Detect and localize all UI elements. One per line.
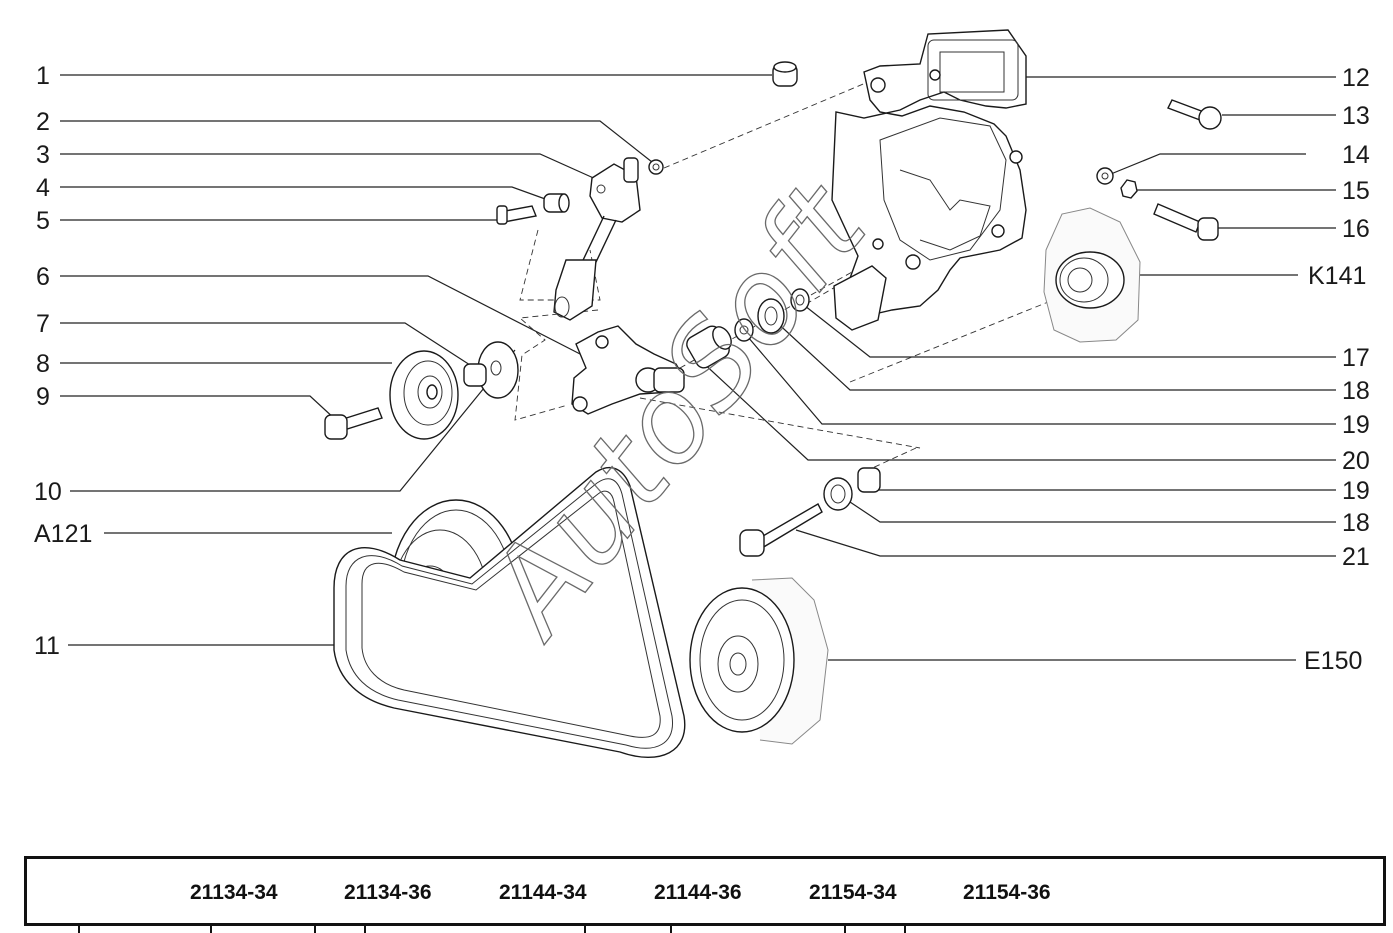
model-code: 21134-34 [190, 881, 278, 904]
tensioner-arm-part [571, 325, 685, 415]
leader-lines-left [60, 74, 772, 646]
assembly-axes [514, 81, 1059, 471]
callout-labels-left: 1 2 3 4 5 6 7 8 9 10 A121 11 [34, 62, 92, 660]
model-code: 21144-36 [654, 881, 742, 904]
callout-4: 4 [36, 174, 50, 202]
sleeve-washer-group [686, 288, 810, 369]
callout-18: 18 [1342, 377, 1370, 405]
table-next-row-edge [24, 926, 1386, 933]
callout-16: 16 [1342, 215, 1370, 243]
lower-bolt-group [739, 467, 881, 557]
callout-labels-right: 12 13 14 15 16 K141 17 18 19 20 19 18 21… [1304, 64, 1370, 675]
bushing-part [772, 61, 798, 87]
callout-18-lower: 18 [1342, 509, 1370, 537]
bolts-nuts-group [1096, 99, 1222, 241]
callout-a121: A121 [34, 520, 92, 548]
callout-e150: E150 [1304, 647, 1362, 675]
model-code: 21134-36 [344, 881, 432, 904]
callout-10: 10 [34, 478, 62, 506]
model-code: 21154-34 [809, 881, 897, 904]
callout-9: 9 [36, 383, 50, 411]
callout-1: 1 [36, 62, 50, 90]
callout-7: 7 [36, 310, 50, 338]
callout-21: 21 [1342, 543, 1370, 571]
bracket-part [831, 29, 1027, 331]
callout-19-lower: 19 [1342, 477, 1370, 505]
callout-19: 19 [1342, 411, 1370, 439]
callout-12: 12 [1342, 64, 1370, 92]
model-code: 21154-36 [963, 881, 1051, 904]
callout-k141: K141 [1308, 262, 1366, 290]
model-code: 21144-34 [499, 881, 587, 904]
compressor-pulley [689, 577, 829, 745]
callout-8: 8 [36, 350, 50, 378]
idler-pulley-group [324, 341, 519, 440]
callout-13: 13 [1342, 102, 1370, 130]
watermark-text: AutoSoft [457, 157, 894, 662]
callout-15: 15 [1342, 177, 1370, 205]
callout-3: 3 [36, 141, 50, 169]
poly-v-belt [333, 467, 686, 759]
applicability-table: 21134-34 21134-36 21144-34 21144-36 2115… [24, 856, 1386, 926]
callout-14: 14 [1342, 141, 1370, 169]
tensioner-rod-group [496, 157, 664, 321]
callout-6: 6 [36, 263, 50, 291]
callout-20: 20 [1342, 447, 1370, 475]
callout-5: 5 [36, 207, 50, 235]
callout-17: 17 [1342, 344, 1370, 372]
leader-lines-right [699, 76, 1336, 661]
callout-2: 2 [36, 108, 50, 136]
callout-11: 11 [34, 632, 60, 660]
generator-ghost [1043, 207, 1141, 343]
